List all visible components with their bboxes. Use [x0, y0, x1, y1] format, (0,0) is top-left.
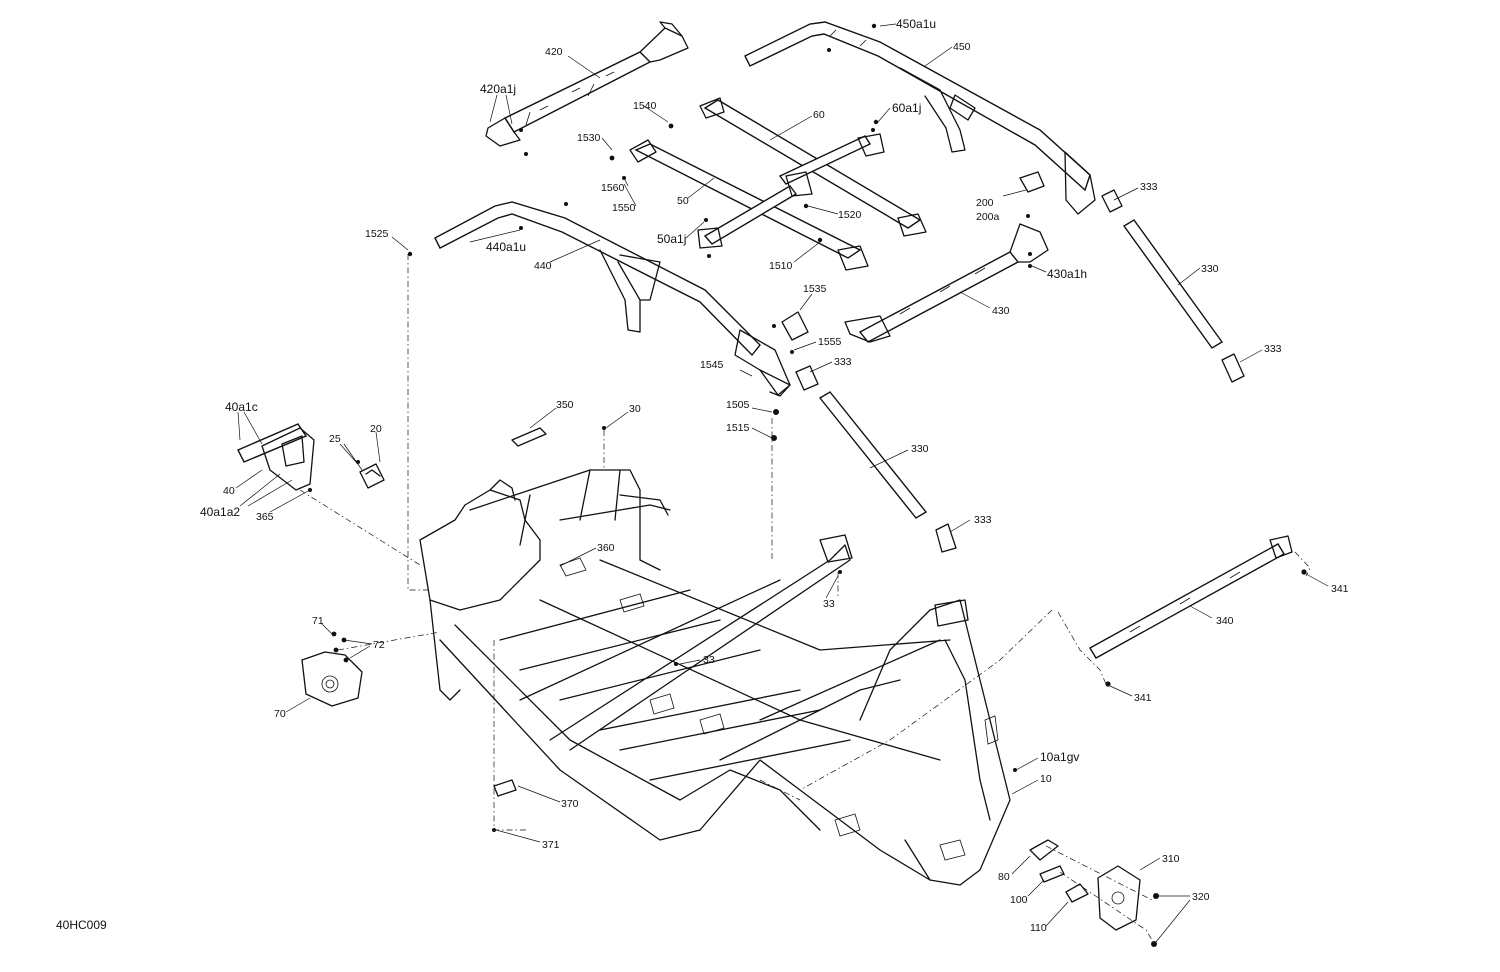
callout-450a1u: 450a1u: [896, 17, 936, 31]
callout-200: 200: [976, 197, 994, 209]
part-420-roof-support: [485, 21, 689, 147]
part-350-strap: [511, 427, 547, 447]
callout-1525: 1525: [365, 228, 389, 240]
callout-440: 440: [534, 260, 552, 272]
part-40-front-bracket: [237, 423, 315, 491]
callout-371: 371: [542, 839, 560, 851]
callout-1540: 1540: [633, 100, 657, 112]
callout-1545: 1545: [700, 359, 724, 371]
callout-370: 370: [561, 798, 579, 810]
part-200-pad: [1019, 171, 1045, 193]
callout-20: 20: [370, 423, 382, 435]
callout-330-right: 330: [1201, 263, 1219, 275]
part-310-hitch-group: [1029, 839, 1141, 931]
callout-333-right-lower: 333: [1264, 343, 1282, 355]
callout-340: 340: [1216, 615, 1234, 627]
part-440-front-roll-bar: [434, 201, 791, 397]
callout-40: 40: [223, 485, 235, 497]
callout-33-lower: 33: [703, 654, 715, 666]
callout-50a1j: 50a1j: [657, 232, 686, 246]
callout-1530: 1530: [577, 132, 601, 144]
callout-labels: 420 420a1j 450a1u 450 1540 60 60a1j 1530…: [200, 17, 1349, 934]
part-1535-plate: [781, 311, 809, 341]
callout-1555: 1555: [818, 336, 842, 348]
callout-341-right: 341: [1331, 583, 1349, 595]
part-430-side-support: [844, 223, 1049, 343]
callout-1560: 1560: [601, 182, 625, 194]
part-60-roof-cross-member: [699, 97, 927, 237]
callout-1535: 1535: [803, 283, 827, 295]
part-50-front-cross-member: [629, 139, 869, 271]
callout-333-middle: 333: [834, 356, 852, 368]
callout-1505: 1505: [726, 399, 750, 411]
callout-310: 310: [1162, 853, 1180, 865]
callout-10a1gv: 10a1gv: [1040, 750, 1079, 764]
callout-80: 80: [998, 871, 1010, 883]
callout-1520: 1520: [838, 209, 862, 221]
callout-200a: 200a: [976, 211, 1000, 223]
callout-420: 420: [545, 46, 563, 58]
part-340-rear-bumper-bar: [1089, 535, 1293, 659]
part-450-rear-roll-bar: [744, 21, 1096, 215]
callout-40a1a2: 40a1a2: [200, 505, 240, 519]
callout-25: 25: [329, 433, 341, 445]
part-370-bracket: [493, 779, 517, 797]
callout-110: 110: [1030, 922, 1047, 934]
callout-10: 10: [1040, 773, 1052, 785]
callout-333-lower: 333: [974, 514, 992, 526]
callout-1510: 1510: [769, 260, 793, 272]
callout-71: 71: [312, 615, 324, 627]
callout-60a1j: 60a1j: [892, 101, 921, 115]
leader-lines: [235, 23, 1329, 943]
callout-60: 60: [813, 109, 825, 121]
callout-365: 365: [256, 511, 274, 523]
part-330-front-strut: [795, 365, 957, 553]
callout-320: 320: [1192, 891, 1210, 903]
callout-33-upper: 33: [823, 598, 835, 610]
part-330-rear-strut: [1101, 189, 1245, 383]
diagram-reference-code: 40HC009: [56, 918, 107, 932]
callout-430a1h: 430a1h: [1047, 267, 1087, 281]
callout-420a1j: 420a1j: [480, 82, 516, 96]
assembly-lines: [299, 254, 1311, 941]
callout-333-top-right: 333: [1140, 181, 1158, 193]
callout-440a1u: 440a1u: [486, 240, 526, 254]
callout-430: 430: [992, 305, 1010, 317]
callout-341-lower: 341: [1134, 692, 1152, 704]
callout-330-middle: 330: [911, 443, 929, 455]
callout-1550: 1550: [612, 202, 636, 214]
callout-50: 50: [677, 195, 689, 207]
callout-1515: 1515: [726, 422, 750, 434]
callout-40a1c: 40a1c: [225, 400, 258, 414]
callout-360: 360: [597, 542, 615, 554]
callout-30: 30: [629, 403, 641, 415]
part-10-main-frame: [419, 469, 1011, 886]
callout-450: 450: [953, 41, 971, 53]
part-20-25-clips: [359, 463, 385, 489]
callout-70: 70: [274, 708, 286, 720]
callout-72: 72: [373, 639, 385, 651]
callout-350: 350: [556, 399, 574, 411]
part-70-mount-bracket: [301, 651, 363, 707]
callout-100: 100: [1010, 894, 1028, 906]
